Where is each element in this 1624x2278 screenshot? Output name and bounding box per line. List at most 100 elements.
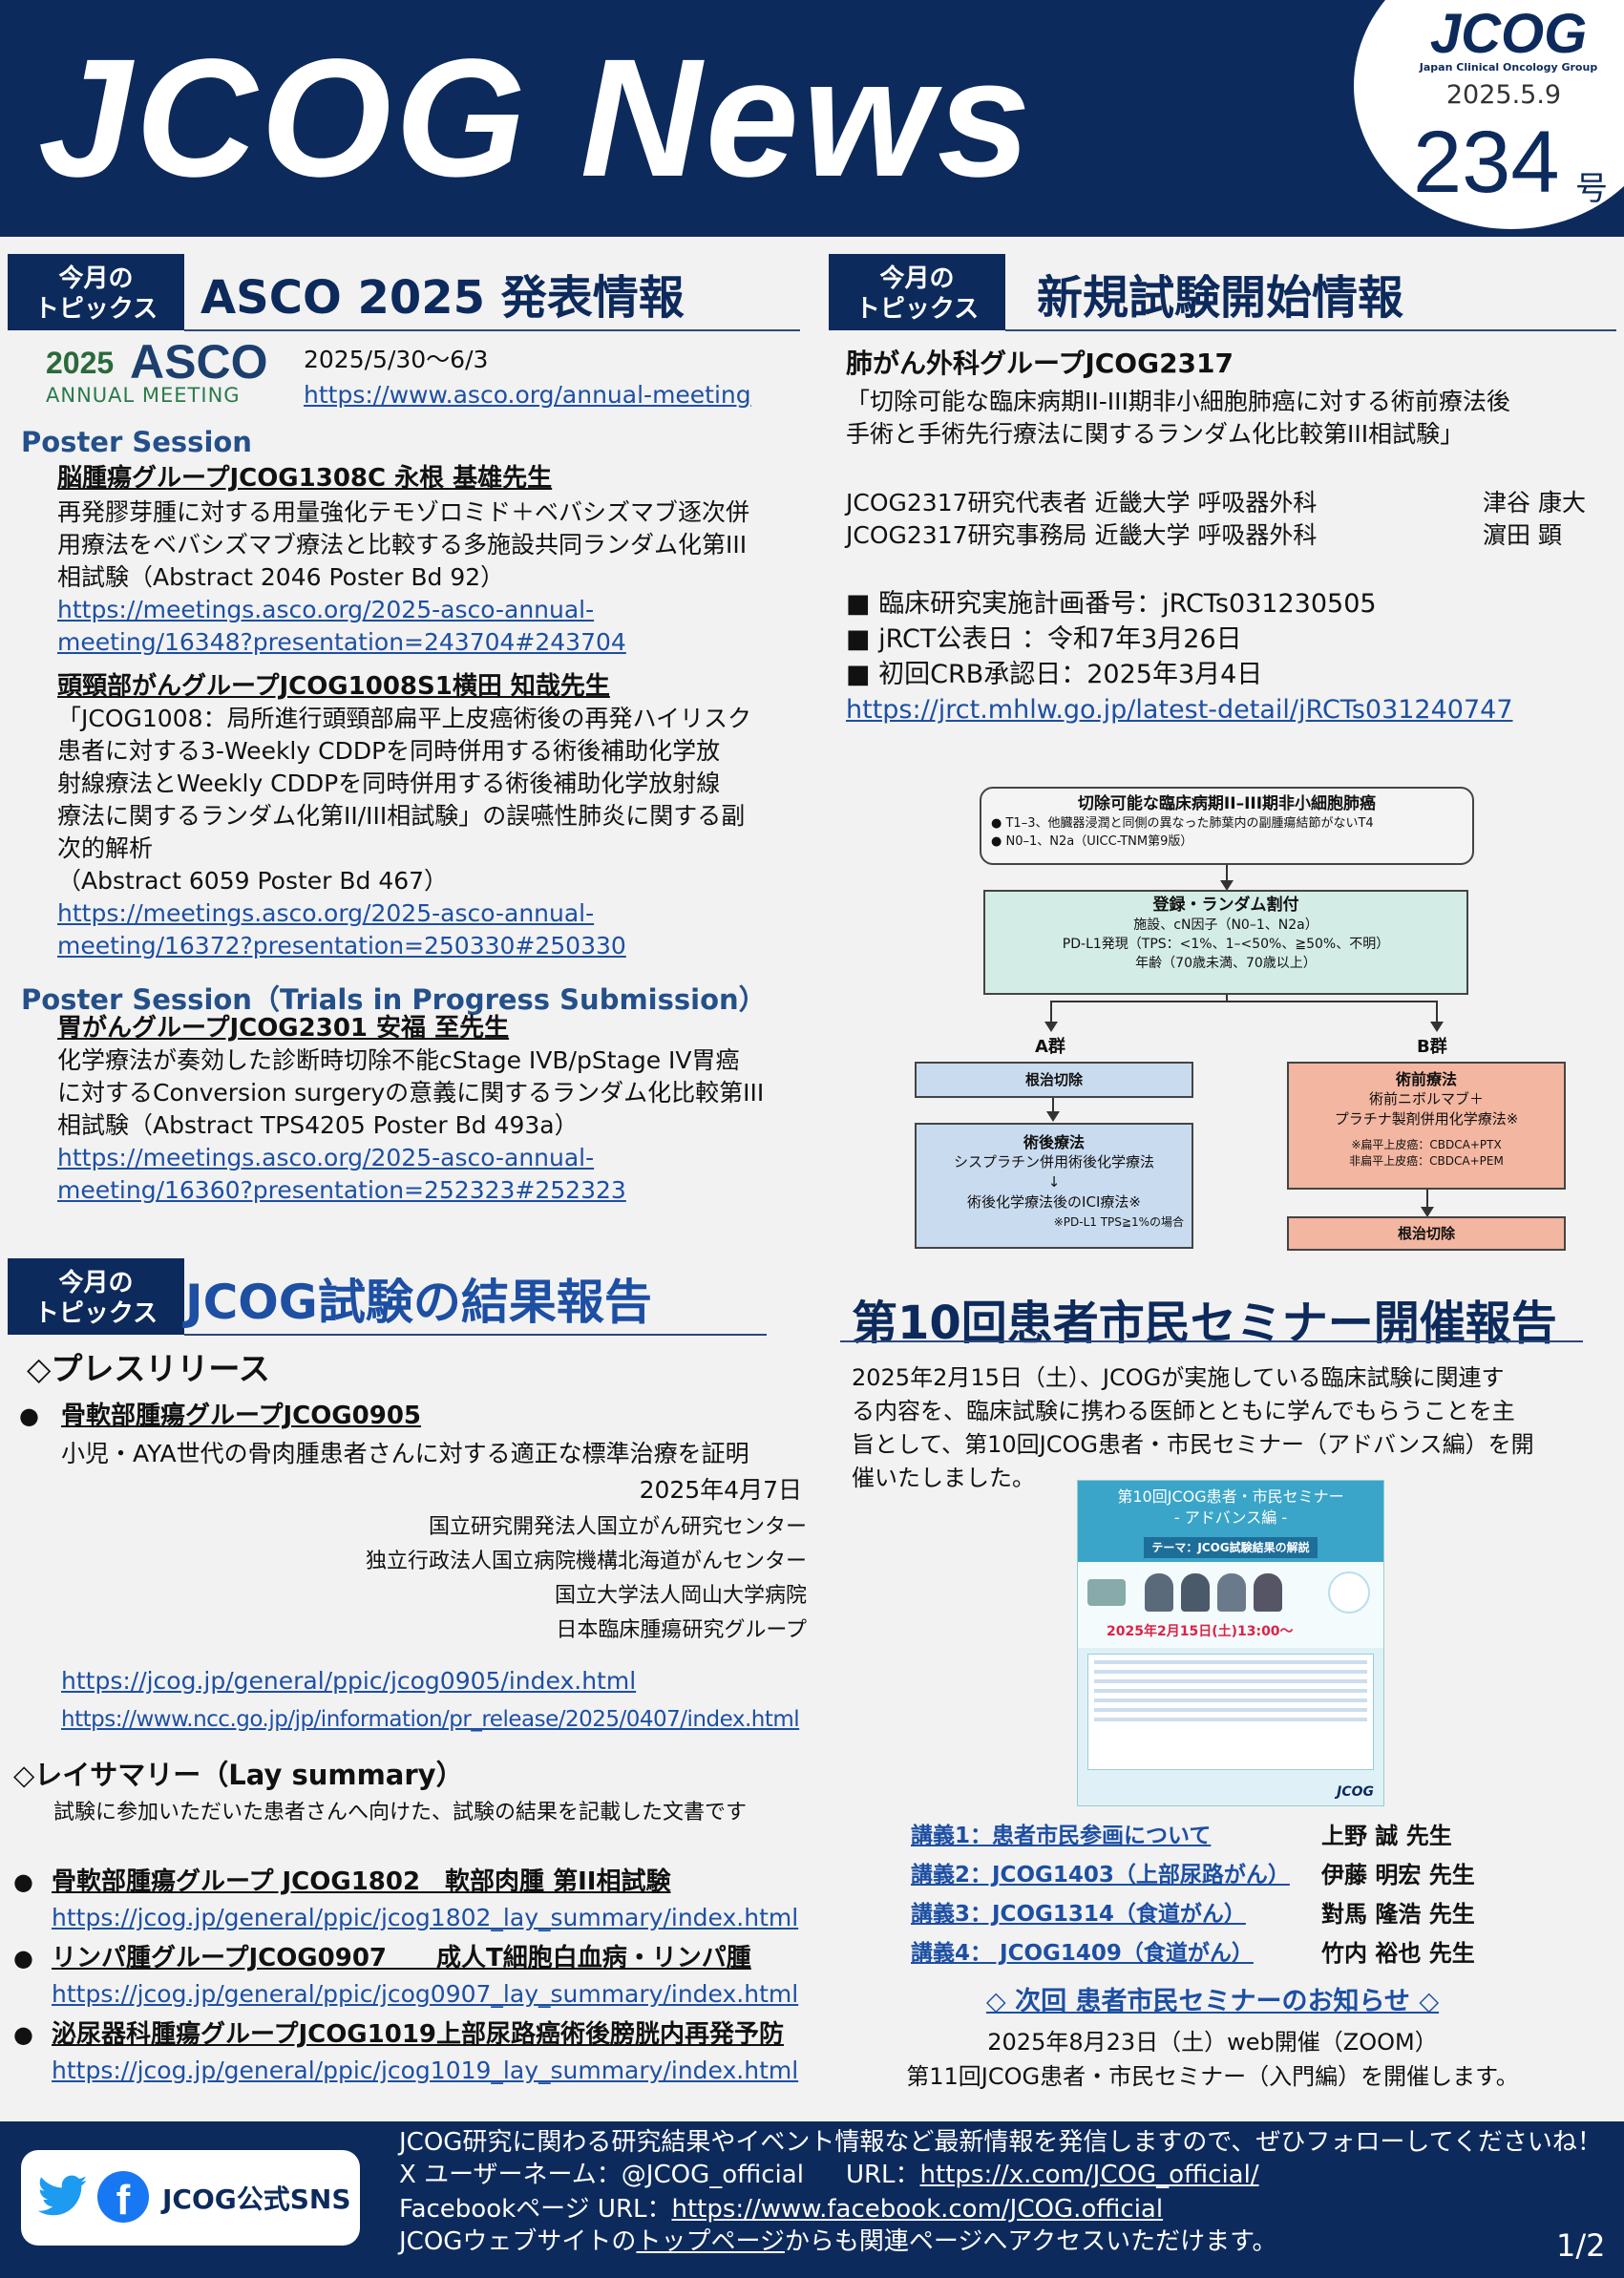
press-release-desc: 小児・AYA世代の骨肉腫患者さんに対する適正な標準治療を証明: [61, 1440, 749, 1467]
topic-tag-line1: 今月の: [58, 1269, 134, 1297]
jcog-logo: JCOG: [1429, 3, 1588, 65]
text-line: 「切除可能な臨床病期II-III期非小細胞肺癌に対する術前療法後: [846, 388, 1510, 415]
bullet-icon: ●: [13, 1868, 33, 1895]
flow-b-surgery-box: 根治切除: [1287, 1216, 1566, 1251]
flow-arrow: [1436, 1001, 1438, 1023]
flow-arm-a-label: A群: [1035, 1037, 1065, 1057]
poster-subtitle: - アドバンス編 -: [1173, 1508, 1288, 1527]
text-line: 施設、cN因子（N0–1、N2a）: [1133, 918, 1318, 933]
press-release-link-ncc[interactable]: https://www.ncc.go.jp/jp/information/pr_…: [61, 1707, 800, 1732]
lay-summary-heading: ◇レイサマリー（Lay summary）: [13, 1759, 464, 1791]
top-page-link[interactable]: トップページ: [636, 2227, 785, 2256]
asco-logo-year: 2025: [46, 346, 115, 380]
text-line: N0–1、N2a（UICC-TNM第9版）: [1005, 834, 1193, 849]
lay-item-link[interactable]: https://jcog.jp/general/ppic/jcog0907_la…: [52, 1980, 799, 2008]
flow-arrowhead: [1044, 1022, 1058, 1032]
section-rule: [840, 1340, 1583, 1342]
flow-registration-box: 登録・ランダム割付 施設、cN因子（N0–1、N2a） PD-L1発現（TPS：…: [983, 890, 1468, 995]
asco-item3-link-cont[interactable]: meeting/16360?presentation=252323#252323: [57, 1176, 626, 1204]
lecture-speaker: 上野 誠 先生: [1321, 1823, 1452, 1849]
flow-arrow: [1050, 1001, 1052, 1023]
asco-item1-title: 脳腫瘍グループJCOG1308C 永根 基雄先生: [57, 464, 553, 493]
trials-in-progress-heading: Poster Session（Trials in Progress Submis…: [21, 983, 767, 1016]
lecture-title-link[interactable]: 講義3：JCOG1314（食道がん）: [911, 1902, 1246, 1927]
lay-item-title: リンパ腫グループJCOG0907 成人T細胞白血病・リンパ腫: [52, 1944, 751, 1972]
facebook-icon: f: [97, 2171, 149, 2223]
asco-url-link[interactable]: https://www.asco.org/annual-meeting: [304, 381, 751, 409]
flow-registration-title: 登録・ランダム割付: [1152, 896, 1299, 915]
text-line: 旨として、第10回JCOG患者・市民セミナー（アドバンス編）を開: [852, 1431, 1534, 1458]
jrct-link[interactable]: https://jrct.mhlw.go.jp/latest-detail/jR…: [846, 695, 1513, 725]
flow-a-postop-box: 術後療法 シスプラチン併用術後化学療法 ↓ 術後化学療法後のICI療法※ ※PD…: [915, 1123, 1193, 1249]
next-seminar-date: 2025年8月23日（土）web開催（ZOOM）: [987, 2029, 1438, 2056]
asco-logo-name: ASCO: [130, 335, 268, 389]
text-line: 「JCOG1008：局所進行頭頸部扁平上皮癌術後の再発ハイリスク: [57, 705, 752, 732]
next-seminar-desc: 第11回JCOG患者・市民セミナー（入門編）を開催します。: [906, 2063, 1519, 2090]
flow-arrowhead: [1220, 880, 1234, 891]
principal-investigator-role: JCOG2317研究代表者 近畿大学 呼吸器外科: [846, 489, 1318, 517]
asco-item2-link-cont[interactable]: meeting/16372?presentation=250330#250330: [57, 932, 626, 960]
masthead-banner: [0, 0, 1624, 237]
lay-item-link[interactable]: https://jcog.jp/general/ppic/jcog1019_la…: [52, 2057, 799, 2084]
asco-dates: 2025/5/30～6/3: [304, 346, 489, 373]
text-line: に対するConversion surgeryの意義に関するランダム化比較第III: [57, 1079, 765, 1107]
text-line: 独立行政法人国立病院機構北海道がんセンター: [365, 1550, 807, 1573]
text-line: 射線療法とWeekly CDDPを同時併用する術後補助化学放射線: [57, 770, 721, 797]
poster-title: 第10回JCOG患者・市民セミナー: [1117, 1487, 1344, 1506]
text-line: 再発膠芽腫に対する用量強化テモゾロミド＋ベバシズマブ逐次併: [57, 498, 750, 526]
flow-a-surgery-box: 根治切除: [915, 1062, 1193, 1098]
lecture-title-link[interactable]: 講義1：患者市民参画について: [911, 1824, 1212, 1848]
lecture-title-link[interactable]: 講義2：JCOG1403（上部尿路がん）: [911, 1863, 1290, 1888]
flow-arrowhead: [1421, 1207, 1434, 1217]
asco-item2-link[interactable]: https://meetings.asco.org/2025-asco-annu…: [57, 899, 595, 927]
asco-item2-title: 頭頸部がんグループJCOG1008S1横田 知哉先生: [57, 672, 610, 701]
text-line: 非扁平上皮癌：CBDCA+PEM: [1349, 1154, 1504, 1168]
jcog-logo-subtitle: Japan Clinical Oncology Group: [1419, 61, 1598, 74]
text-line: ※扁平上皮癌：CBDCA+PTX: [1351, 1138, 1502, 1151]
new-trial-section-title: 新規試験開始情報: [1037, 271, 1404, 325]
text-line: 相試験（Abstract 2046 Poster Bd 92）: [57, 563, 505, 591]
lecture-speaker: 對馬 隆浩 先生: [1321, 1901, 1475, 1928]
footer-follow-text: JCOG研究に関わる研究結果やイベント情報など最新情報を発信しますので、ぜひフォ…: [399, 2128, 1602, 2157]
flow-arm-b-label: B群: [1417, 1037, 1447, 1057]
flow-eligibility-n: ● N0–1、N2a（UICC-TNM第9版）: [991, 834, 1193, 849]
text-line: 日本臨床腫瘍研究グループ: [556, 1618, 807, 1642]
doctor-photo: [1217, 1573, 1246, 1612]
asco-item1-link[interactable]: https://meetings.asco.org/2025-asco-annu…: [57, 596, 595, 623]
twitter-bird-icon: [38, 2175, 88, 2216]
text-line: 国立研究開発法人国立がん研究センター: [428, 1515, 807, 1539]
flow-a-postop-note: ※PD-L1 TPS≧1%の場合: [1053, 1215, 1184, 1229]
seminar-intro: 2025年2月15日（土）、JCOGが実施している臨床試験に関連す る内容を、臨…: [852, 1361, 1534, 1495]
text-line: プラチナ製剤併用化学療法※: [1334, 1110, 1519, 1128]
press-release-orgs: 国立研究開発法人国立がん研究センター 独立行政法人国立病院機構北海道がんセンター…: [286, 1510, 807, 1648]
text-line: 年齢（70歳未満、70歳以上）: [1135, 956, 1317, 971]
lecture-title-link[interactable]: 講義4： JCOG1409（食道がん）: [911, 1941, 1254, 1966]
text-line: 次的解析: [57, 834, 154, 862]
flow-eligibility-title: 切除可能な臨床病期II–III期非小細胞肺癌: [1077, 794, 1377, 813]
asco-item3-link[interactable]: https://meetings.asco.org/2025-asco-annu…: [57, 1144, 595, 1171]
topic-tag-line2: トピックス: [33, 1299, 158, 1328]
poster-theme: テーマ：JCOG試験結果の解説: [1144, 1537, 1318, 1558]
footer-facebook-line: Facebookページ URL：https://www.facebook.com…: [399, 2194, 1163, 2225]
bullet-icon: ●: [13, 2021, 33, 2048]
website-text-pre: JCOGウェブサイトの: [399, 2227, 637, 2256]
bullet-icon: ●: [19, 1403, 39, 1429]
asco-section-title: ASCO 2025 発表情報: [200, 271, 685, 325]
lay-item-title: 骨軟部腫瘍グループ JCOG1802 軟部肉腫 第II相試験: [52, 1867, 671, 1896]
press-release-item: 骨軟部腫瘍グループJCOG0905: [61, 1402, 422, 1430]
flow-eligibility-t: ● T1–3、他臓器浸潤と同側の異なった肺葉内の副腫瘍結節がないT4: [991, 816, 1374, 831]
press-release-link-jcog[interactable]: https://jcog.jp/general/ppic/jcog0905/in…: [61, 1667, 637, 1695]
sns-badge[interactable]: f JCOG公式SNS: [21, 2150, 360, 2246]
poster-session-heading: Poster Session: [21, 426, 252, 458]
facebook-url-link[interactable]: https://www.facebook.com/JCOG.official: [671, 2195, 1164, 2224]
text-line: ■ jRCT公表日 ：令和7年3月26日: [846, 624, 1242, 654]
lay-item-link[interactable]: https://jcog.jp/general/ppic/jcog1802_la…: [52, 1904, 799, 1931]
flow-arrow: [1226, 865, 1228, 882]
text-line: 化学療法が奏効した診断時切除不能cStage IVB/pStage IV胃癌: [57, 1046, 740, 1074]
flow-arrow: [1426, 1190, 1428, 1209]
asco-item1-link-cont[interactable]: meeting/16348?presentation=243704#243704: [57, 628, 626, 656]
x-url-link[interactable]: https://x.com/JCOG_official/: [919, 2161, 1259, 2189]
issue-suffix: 号: [1575, 170, 1608, 208]
page-number: 1/2: [1556, 2227, 1606, 2264]
text-line: 手術と手術先行療法に関するランダム化比較第III相試験」: [846, 420, 1465, 448]
